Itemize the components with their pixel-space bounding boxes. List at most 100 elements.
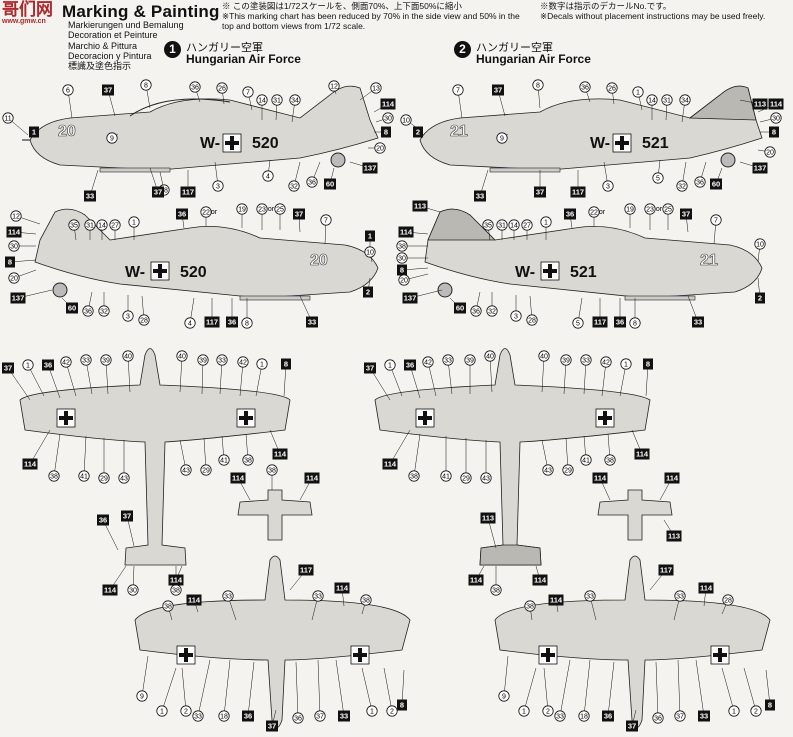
svg-text:38: 38: [164, 603, 172, 610]
svg-text:36: 36: [406, 361, 414, 370]
svg-text:37: 37: [154, 188, 162, 197]
svg-text:9: 9: [110, 135, 114, 142]
svg-text:60: 60: [68, 304, 76, 313]
lang-es: Decoracion y Pintura: [68, 50, 152, 61]
callout-boxed-8: 8: [5, 256, 37, 268]
callout-circled-36: 36: [579, 81, 591, 103]
scheme-1-left-wing-cross-icon: [56, 408, 76, 428]
callout-circled-34: 34: [679, 94, 691, 123]
callout-circled-10: 10: [754, 238, 766, 263]
svg-text:37: 37: [316, 713, 324, 720]
svg-text:39: 39: [562, 357, 570, 364]
svg-text:29: 29: [564, 467, 572, 474]
scheme-1-right-wing-cross-icon: [236, 408, 256, 428]
callout-boxed-8: 8: [760, 126, 779, 138]
lang-it: Marchio & Pittura: [68, 40, 138, 51]
svg-text:34: 34: [291, 97, 299, 104]
callout-circled-33: 33: [673, 590, 686, 621]
scheme-2-title-jp: ハンガリー空軍: [476, 42, 553, 54]
callout-circled-33: 33: [442, 354, 454, 395]
svg-text:117: 117: [660, 566, 672, 575]
svg-text:2: 2: [546, 708, 550, 715]
scheme-2-top-view: [374, 348, 651, 566]
svg-text:14: 14: [98, 222, 106, 229]
svg-text:60: 60: [712, 180, 720, 189]
callout-boxed-113: 113: [480, 512, 497, 549]
svg-text:2: 2: [184, 708, 188, 715]
callout-circled-31: 31: [84, 219, 96, 240]
svg-text:41: 41: [582, 457, 590, 464]
callout-circled-33: 33: [580, 354, 592, 395]
svg-text:10: 10: [756, 241, 764, 248]
svg-text:33: 33: [582, 357, 590, 364]
callout-boxed-114: 114: [398, 226, 429, 238]
svg-text:6: 6: [66, 87, 70, 94]
callout-circled-39: 39: [197, 354, 209, 395]
callout-boxed-37: 37: [534, 170, 546, 198]
svg-text:42: 42: [424, 359, 432, 366]
svg-text:35: 35: [484, 222, 492, 229]
callout-circled-42: 42: [422, 356, 437, 397]
callout-circled-30: 30: [127, 565, 139, 596]
svg-text:38: 38: [492, 587, 500, 594]
svg-text:39: 39: [199, 357, 207, 364]
callout-boxed-33: 33: [687, 295, 704, 328]
svg-text:37: 37: [268, 722, 276, 731]
scheme-1-bottom-left-cross-icon: [176, 645, 196, 665]
callout-circled-27: 27: [521, 219, 533, 240]
callout-circled-3: 3: [212, 161, 224, 192]
scheme-1-right-fuselage-code: W-: [125, 264, 145, 281]
callout-circled-14: 14: [96, 219, 108, 240]
svg-text:114: 114: [274, 450, 287, 459]
svg-text:18: 18: [220, 713, 228, 720]
svg-text:117: 117: [594, 318, 606, 327]
callout-circled-36: 36: [292, 661, 304, 724]
callout-circled-30: 30: [375, 112, 394, 124]
scheme-2-right-serial: 521: [570, 264, 597, 281]
callout-circled-38: 38: [396, 240, 428, 252]
callout-boxed-114: 114: [269, 429, 288, 460]
callout-boxed-114: 114: [22, 429, 51, 470]
callout-circled-8: 8: [532, 79, 544, 109]
lang-de: Markierungen und Bemalung: [68, 20, 184, 30]
svg-text:117: 117: [182, 188, 194, 197]
callout-circled-7: 7: [242, 86, 254, 111]
callout-boxed-37: 37: [626, 709, 638, 732]
svg-text:8: 8: [284, 360, 288, 369]
svg-text:2: 2: [416, 128, 420, 137]
svg-text:1: 1: [370, 708, 374, 715]
scheme-1-fuselage-cross-icon: [222, 133, 242, 153]
svg-text:43: 43: [482, 475, 490, 482]
svg-text:33: 33: [340, 712, 348, 721]
callout-boxed-36: 36: [404, 359, 421, 399]
svg-text:40: 40: [486, 353, 494, 360]
svg-text:114: 114: [770, 100, 783, 109]
svg-text:33: 33: [586, 593, 594, 600]
svg-text:114: 114: [306, 474, 319, 483]
svg-text:3: 3: [126, 313, 130, 320]
callout-boxed-8: 8: [281, 358, 291, 397]
svg-text:32: 32: [678, 183, 686, 190]
svg-text:114: 114: [232, 474, 245, 483]
svg-text:36: 36: [696, 179, 704, 186]
callout-boxed-114: 114: [230, 472, 251, 501]
scheme-2-fuselage-code: W-: [590, 135, 610, 152]
svg-text:1: 1: [388, 362, 392, 369]
callout-circled-32: 32: [676, 161, 688, 192]
callout-circled-36: 36: [189, 81, 201, 103]
callout-boxed-117: 117: [204, 298, 220, 328]
callout-circled-33: 33: [216, 354, 228, 395]
svg-text:31: 31: [498, 222, 506, 229]
callout-boxed-114: 114: [548, 594, 564, 613]
svg-text:33: 33: [218, 357, 226, 364]
callout-circled-36: 36: [652, 661, 664, 724]
svg-text:33: 33: [444, 357, 452, 364]
callout-boxed-114: 114: [468, 565, 485, 586]
callout-boxed-114: 114: [659, 472, 680, 501]
scheme-2-number: 2: [454, 41, 471, 58]
callout-circled-3: 3: [122, 295, 134, 322]
svg-text:30: 30: [384, 115, 392, 122]
scheme-1-left-side-view: 20 W- 520: [22, 85, 379, 173]
svg-text:114: 114: [470, 576, 483, 585]
svg-text:36: 36: [244, 712, 252, 721]
